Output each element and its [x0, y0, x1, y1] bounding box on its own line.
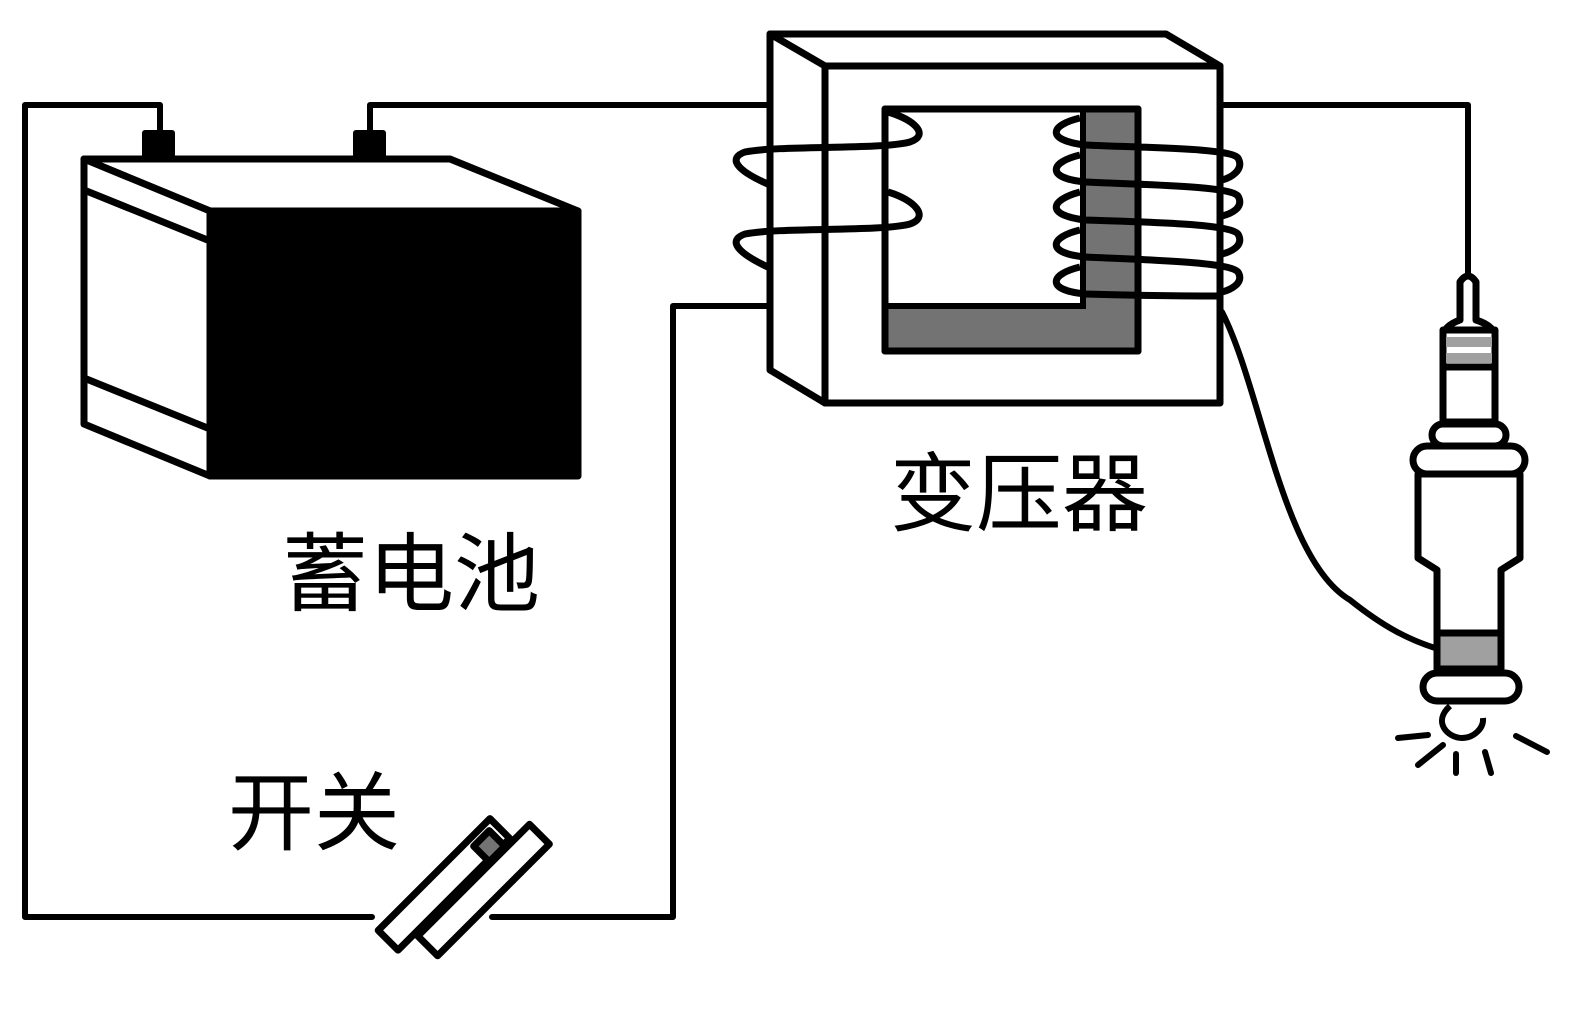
switch[interactable]	[374, 802, 553, 973]
spark-plug-electrode	[1439, 703, 1487, 742]
transformer-side-face	[766, 30, 829, 407]
switch-label: 开关	[228, 764, 400, 864]
primary-coil	[732, 108, 923, 272]
battery-side-stripe	[82, 374, 212, 433]
spark-plug-tip-ring	[1419, 669, 1523, 705]
wire-secondary-ground	[1219, 309, 1438, 651]
spark-plug-thread	[1433, 629, 1505, 673]
wire-battery-positive	[367, 102, 773, 134]
battery	[80, 130, 582, 480]
battery-front-face	[206, 207, 582, 480]
transformer-top-face	[766, 30, 1224, 70]
spark-plug	[1395, 272, 1550, 776]
battery-label: 蓄电池	[282, 525, 540, 625]
battery-terminal-negative	[142, 130, 175, 158]
battery-side-face	[80, 155, 214, 480]
spark-plug-band	[1446, 337, 1492, 347]
transformer-core-edge	[888, 112, 1086, 309]
battery-terminal-positive	[353, 130, 386, 158]
wire-battery-negative	[22, 102, 375, 920]
transformer-label: 变压器	[890, 445, 1148, 545]
spark-plug-hex	[1409, 442, 1529, 478]
switch-contact	[470, 827, 509, 866]
spark-plug-band	[1446, 353, 1492, 363]
spark-icon	[1395, 732, 1550, 776]
secondary-coil	[1052, 114, 1244, 300]
spark-plug-body	[1414, 470, 1524, 642]
switch-base	[414, 820, 553, 960]
wire-secondary-to-plug	[1217, 102, 1471, 278]
transformer	[732, 30, 1244, 407]
battery-side-stripe	[82, 186, 212, 245]
